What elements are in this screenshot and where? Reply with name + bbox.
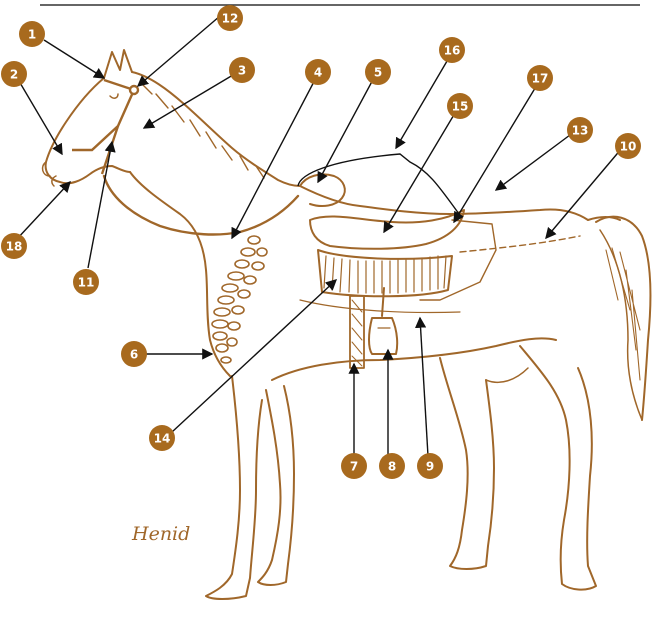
callout-18: 18	[1, 233, 27, 259]
callout-12: 12	[217, 5, 243, 31]
svg-text:1: 1	[28, 28, 36, 42]
svg-text:9: 9	[426, 460, 434, 474]
callout-14: 14	[149, 425, 175, 451]
svg-text:7: 7	[350, 460, 358, 474]
hind-leg-right	[520, 346, 596, 590]
callout-16: 16	[439, 37, 465, 63]
breastplate-decoration	[212, 236, 267, 363]
callout-2: 2	[1, 61, 27, 87]
reins	[104, 176, 298, 234]
svg-text:15: 15	[452, 100, 469, 114]
svg-text:18: 18	[6, 240, 23, 254]
stirrup	[369, 318, 397, 354]
girth-strap	[350, 296, 364, 368]
saddle-seat	[310, 210, 464, 249]
svg-text:17: 17	[532, 72, 549, 86]
svg-text:6: 6	[130, 348, 138, 362]
horse-back	[300, 186, 588, 220]
crupper	[460, 236, 580, 252]
callout-4: 4	[305, 59, 331, 85]
svg-text:2: 2	[10, 68, 18, 82]
callout-17: 17	[527, 65, 553, 91]
callout-5: 5	[365, 59, 391, 85]
callout-7: 7	[341, 453, 367, 479]
callout-9: 9	[417, 453, 443, 479]
callout-13: 13	[567, 117, 593, 143]
callout-3: 3	[229, 57, 255, 83]
svg-text:11: 11	[78, 276, 95, 290]
bridle	[72, 80, 138, 174]
svg-text:4: 4	[314, 66, 322, 80]
horse-neck	[130, 172, 230, 376]
artist-signature: Henid	[131, 523, 190, 545]
callout-6: 6	[121, 341, 147, 367]
saddle-fringe	[318, 250, 452, 296]
horse-mane	[132, 72, 300, 186]
svg-text:13: 13	[572, 124, 589, 138]
saddle-blanket	[420, 220, 496, 300]
svg-text:12: 12	[222, 12, 239, 26]
svg-text:3: 3	[238, 64, 246, 78]
front-leg-right	[258, 386, 294, 585]
svg-text:16: 16	[444, 44, 461, 58]
horse-tail	[596, 217, 650, 420]
callout-1: 1	[19, 21, 45, 47]
svg-text:14: 14	[154, 432, 171, 446]
callout-8: 8	[379, 453, 405, 479]
horse-illustration	[43, 50, 651, 599]
horse-ears	[104, 50, 132, 78]
callout-11: 11	[73, 269, 99, 295]
svg-text:10: 10	[620, 140, 637, 154]
hind-leg-left	[440, 358, 494, 569]
callout-15: 15	[447, 93, 473, 119]
front-leg-left	[206, 376, 262, 599]
svg-text:8: 8	[388, 460, 396, 474]
horse-belly	[272, 338, 556, 380]
callout-10: 10	[615, 133, 641, 159]
svg-text:5: 5	[374, 66, 382, 80]
